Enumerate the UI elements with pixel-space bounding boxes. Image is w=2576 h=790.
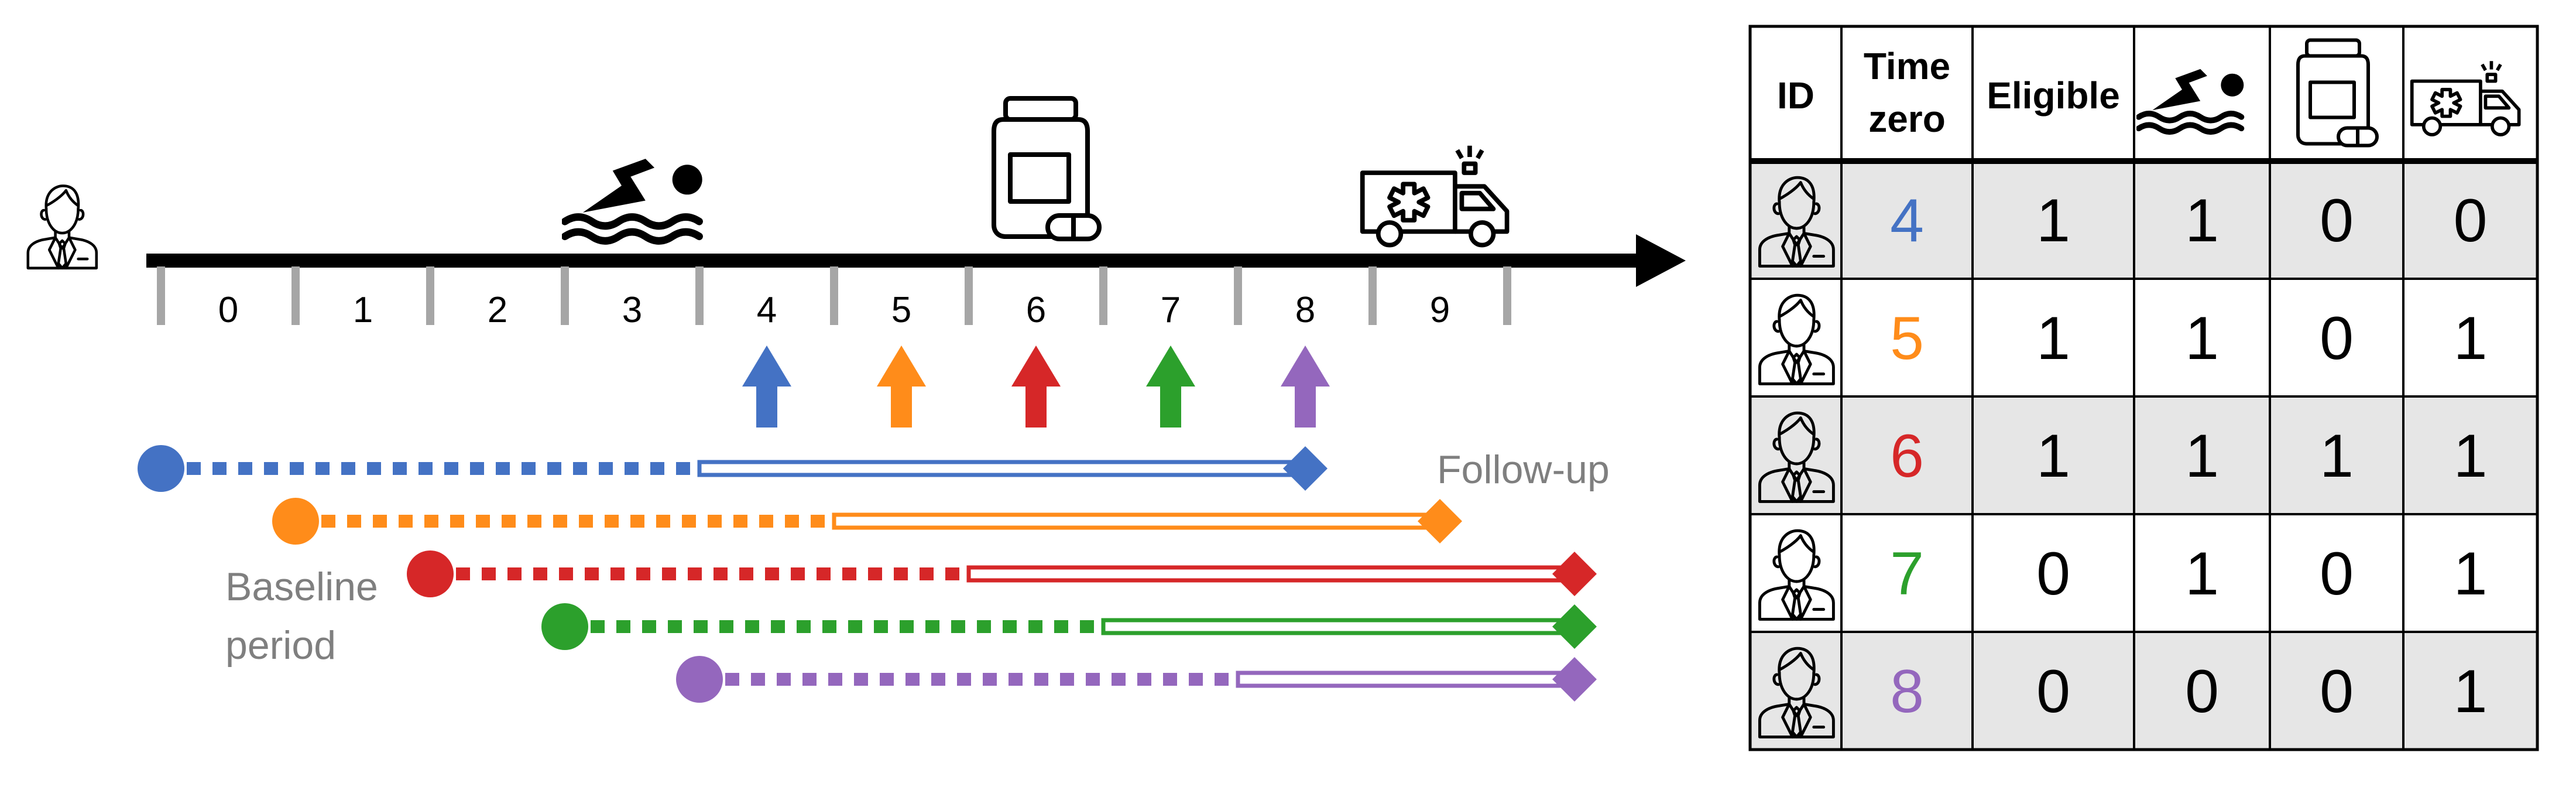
person-icon bbox=[1759, 531, 1833, 619]
follow-up-end-marker bbox=[1552, 657, 1597, 702]
header-swimmer-icon bbox=[2139, 69, 2244, 132]
follow-up-end-marker bbox=[1552, 604, 1597, 649]
follow-up-end-marker bbox=[1418, 499, 1462, 543]
time-zero-arrow bbox=[1281, 346, 1330, 428]
header-time-zero-line1: Time bbox=[1864, 45, 1950, 87]
tick-label: 2 bbox=[488, 290, 507, 330]
tick-label: 8 bbox=[1295, 290, 1315, 330]
swim-cell: 1 bbox=[2185, 187, 2219, 255]
eligible-cell: 1 bbox=[2036, 422, 2070, 490]
table-border bbox=[1748, 25, 2539, 751]
swim-cell: 1 bbox=[2185, 305, 2219, 372]
baseline-label-line1: Baseline bbox=[225, 565, 378, 609]
table-row: 6 1 1 1 1 bbox=[1759, 413, 2487, 501]
table-row: 4 1 1 0 0 bbox=[1759, 177, 2487, 266]
ambulance-cell: 1 bbox=[2454, 658, 2488, 726]
table-row: 5 1 1 0 1 bbox=[1759, 295, 2487, 384]
medicine-cell: 0 bbox=[2320, 187, 2354, 255]
ambulance-cell: 0 bbox=[2454, 187, 2488, 255]
timeline-tick-labels: 0 1 2 3 4 5 6 7 8 9 bbox=[218, 290, 1450, 330]
tick-label: 3 bbox=[622, 290, 642, 330]
timeline: 0 1 2 3 4 5 6 7 8 9 bbox=[28, 98, 1686, 330]
table-grid bbox=[1748, 25, 2539, 751]
time-zero-arrow bbox=[1011, 346, 1061, 428]
swim-cell: 0 bbox=[2185, 658, 2219, 726]
tick-label: 9 bbox=[1430, 290, 1450, 330]
follow-up-end-marker bbox=[1283, 446, 1328, 491]
table-row: 8 0 0 0 1 bbox=[1759, 648, 2487, 737]
time-zero-cell: 5 bbox=[1890, 305, 1924, 372]
time-zero-cell: 8 bbox=[1890, 658, 1924, 726]
swim-cell: 1 bbox=[2185, 422, 2219, 490]
tick-label: 6 bbox=[1026, 290, 1046, 330]
baseline-start-marker bbox=[138, 445, 184, 492]
ambulance-icon bbox=[1363, 146, 1507, 245]
follow-up-end-marker bbox=[1552, 552, 1597, 596]
timeline-arrowhead bbox=[1636, 234, 1686, 287]
header-ambulance-icon bbox=[2412, 61, 2519, 135]
baseline-start-marker bbox=[676, 656, 723, 703]
table-row: 7 0 1 0 1 bbox=[1759, 531, 2487, 619]
follow-up-segment bbox=[697, 460, 1296, 477]
time-zero-arrow bbox=[742, 346, 791, 428]
ambulance-cell: 1 bbox=[2454, 540, 2488, 608]
baseline-start-marker bbox=[272, 498, 319, 545]
ambulance-cell: 1 bbox=[2454, 422, 2488, 490]
medicine-cell: 0 bbox=[2320, 305, 2354, 372]
baseline-start-marker bbox=[407, 550, 454, 597]
eligible-cell: 1 bbox=[2036, 187, 2070, 255]
follow-up-segment bbox=[1101, 618, 1565, 635]
person-line bbox=[272, 498, 1462, 545]
eligible-cell: 0 bbox=[2036, 540, 2070, 608]
header-id: ID bbox=[1777, 74, 1814, 117]
eligible-cell: 0 bbox=[2036, 658, 2070, 726]
medicine-cell: 0 bbox=[2320, 658, 2354, 726]
person-icon bbox=[28, 186, 97, 268]
person-line bbox=[407, 550, 1597, 597]
tick-label: 0 bbox=[218, 290, 238, 330]
time-zero-arrows bbox=[742, 346, 1330, 428]
header-eligible: Eligible bbox=[1987, 74, 2120, 117]
time-zero-arrow bbox=[1146, 346, 1195, 428]
follow-up-segment bbox=[832, 512, 1431, 530]
time-zero-arrow bbox=[877, 346, 926, 428]
medicine-cell: 0 bbox=[2320, 540, 2354, 608]
tick-label: 7 bbox=[1161, 290, 1181, 330]
eligible-cell: 1 bbox=[2036, 305, 2070, 372]
baseline-label-line2: period bbox=[225, 623, 336, 668]
person-follow-up-lines bbox=[138, 445, 1597, 703]
row-shading bbox=[1750, 161, 2537, 279]
swimmer-icon bbox=[565, 159, 702, 241]
follow-up-segment bbox=[1236, 671, 1565, 688]
swim-cell: 1 bbox=[2185, 540, 2219, 608]
person-line bbox=[676, 656, 1597, 703]
baseline-start-marker bbox=[541, 603, 588, 650]
time-zero-cell: 7 bbox=[1890, 540, 1924, 608]
medicine-bottle-icon bbox=[994, 98, 1099, 239]
tick-label: 1 bbox=[353, 290, 373, 330]
row-shading bbox=[1750, 632, 2537, 750]
follow-up-label: Follow-up bbox=[1437, 447, 1610, 492]
header-time-zero-line2: zero bbox=[1868, 98, 1946, 140]
table-row-backgrounds bbox=[1750, 161, 2537, 750]
row-shading bbox=[1750, 396, 2537, 514]
time-zero-cell: 6 bbox=[1890, 422, 1924, 490]
header-medicine-bottle-icon bbox=[2298, 40, 2377, 146]
follow-up-segment bbox=[966, 565, 1565, 583]
ambulance-cell: 1 bbox=[2454, 305, 2488, 372]
timeline-ticks bbox=[157, 266, 1511, 325]
person-line bbox=[541, 603, 1597, 650]
tick-label: 4 bbox=[757, 290, 777, 330]
time-zero-cell: 4 bbox=[1890, 187, 1924, 255]
person-line bbox=[138, 445, 1328, 492]
person-icon bbox=[1759, 295, 1833, 384]
medicine-cell: 1 bbox=[2320, 422, 2354, 490]
tick-label: 5 bbox=[891, 290, 911, 330]
